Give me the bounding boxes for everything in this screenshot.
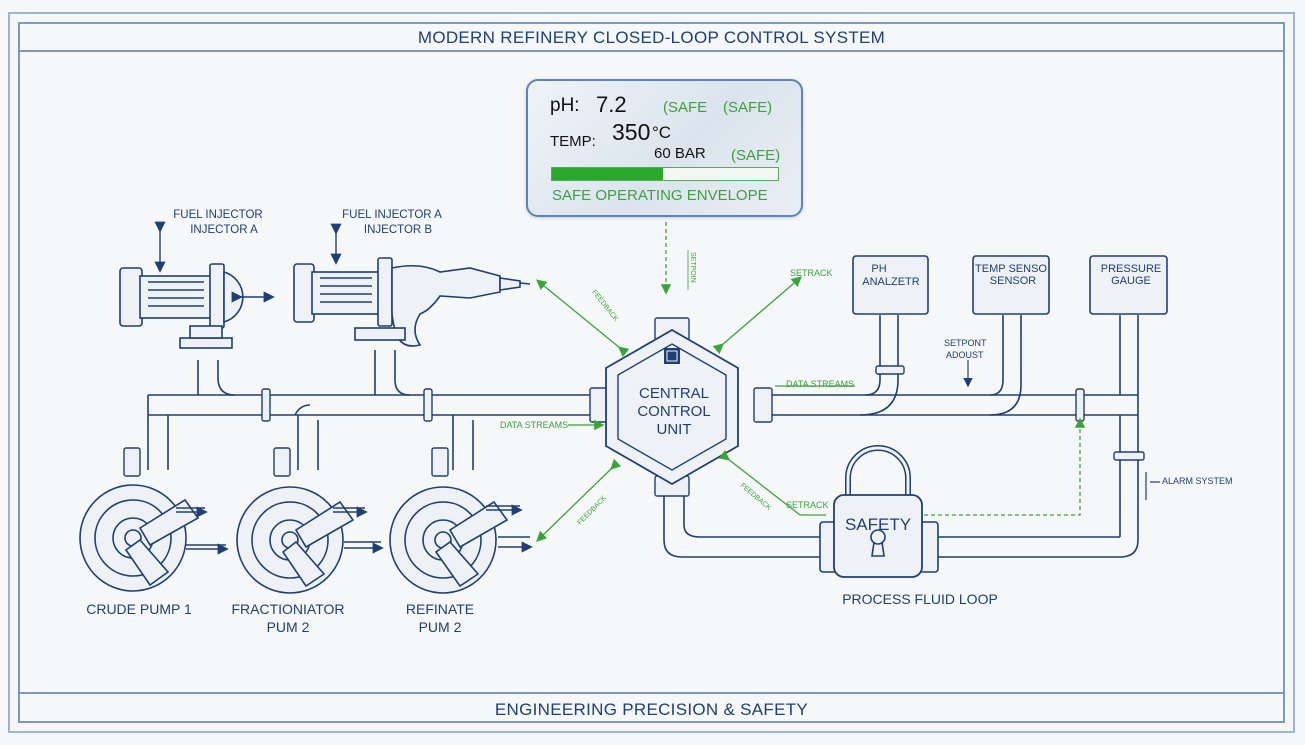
pressure-status: (SAFE)	[731, 147, 781, 164]
feedback-lr-label: FEEDBACK	[739, 482, 773, 512]
pressure-value: 60 BAR	[654, 145, 706, 162]
central-control-unit: CENTRAL CONTROL UNIT	[605, 328, 739, 486]
pipe-network	[147, 315, 1139, 558]
envelope-progress-bar	[551, 167, 779, 181]
ph-analyzer-box	[852, 255, 929, 315]
injector-a-arrows	[154, 221, 275, 303]
refinate-pump-label-1: REFINATE	[406, 601, 474, 617]
inner-frame	[18, 22, 1285, 723]
crude-pump-label: CRUDE PUMP 1	[86, 601, 192, 617]
fuel-injector-a	[119, 263, 244, 349]
outer-frame	[8, 12, 1295, 733]
status-panel: pH: 7.2 (SAFE (SAFE) TEMP: 350 °C 60 BAR…	[526, 79, 803, 217]
process-fluid-loop-label: PROCESS FLUID LOOP	[842, 591, 998, 607]
pump-flow-arrows	[176, 506, 530, 549]
safety-lock: SAFETY	[819, 445, 939, 578]
feedback-ul-label: FEEDBACK	[590, 289, 619, 323]
setpoint-label-1: SETPONT	[944, 338, 987, 348]
safety-label: SAFETY	[845, 515, 911, 534]
fractionator-pump-label-1: FRACTIONIATOR	[231, 601, 344, 617]
envelope-progress-fill	[552, 168, 663, 180]
ph-status-2: (SAFE)	[723, 99, 773, 116]
sensor-boxes	[852, 255, 1168, 315]
crude-pump-1	[79, 484, 200, 592]
pressure-gauge-label-1: PRESSURE	[1101, 263, 1162, 275]
data-links	[535, 222, 1086, 542]
refinate-pump-label-2: PUM 2	[419, 619, 462, 635]
temp-value: 350	[612, 119, 651, 145]
injector-a-label-1: FUEL INJECTOR	[173, 209, 262, 221]
fuel-injector-b	[293, 257, 531, 347]
ph-analyzer-label-1: PH	[871, 263, 886, 275]
temp-sensor-box	[972, 255, 1050, 315]
alarm-system-label: ALARM SYSTEM	[1162, 476, 1233, 486]
pressure-gauge-box	[1089, 255, 1168, 315]
setpoint-label-2: ADOUST	[946, 350, 984, 360]
data-streams-right-label: DATA STREAMS	[786, 379, 854, 389]
setrack-bottom-label: SETRACK	[786, 500, 829, 510]
pressure-gauge-label-2: GAUGE	[1111, 275, 1151, 287]
ccu-label-2: CONTROL	[637, 403, 710, 420]
refinate-pump-2	[389, 486, 509, 594]
setrack-top-label: SETRACK	[790, 268, 833, 278]
temp-sensor-label-1: TEMP SENSO	[975, 263, 1047, 275]
ph-label: pH:	[550, 95, 580, 116]
vertical-setpoint-label: SETPOIN	[689, 252, 696, 283]
keyhole-icon	[870, 529, 886, 545]
ccu-label-3: UNIT	[657, 421, 692, 438]
ccu-label-1: CENTRAL	[639, 385, 709, 402]
ph-analyzer-label-2: ANALZETR	[862, 276, 920, 288]
footer-divider	[18, 692, 1285, 694]
fractionator-pump-2	[236, 486, 355, 594]
data-streams-left-label: DATA STREAMS	[500, 420, 568, 430]
injector-b-label-2: INJECTOR B	[364, 224, 432, 236]
envelope-label: SAFE OPERATING ENVELOPE	[552, 187, 768, 204]
cpu-chip-icon	[664, 348, 680, 364]
ph-value: 7.2	[596, 92, 627, 117]
temp-sensor-label-2: SENSOR	[990, 275, 1037, 287]
ph-status: (SAFE	[663, 99, 708, 116]
diagram-title: MODERN REFINERY CLOSED-LOOP CONTROL SYST…	[417, 28, 886, 47]
feedback-ll-label: FEEDBACK	[576, 495, 608, 527]
fractionator-pump-label-2: PUM 2	[267, 619, 310, 635]
temp-unit: °C	[652, 123, 672, 142]
injector-a-label-2: INJECTOR A	[190, 224, 258, 236]
setpoint-arrows	[963, 360, 1160, 500]
footer-title: ENGINEERING PRECISION & SAFETY	[494, 700, 809, 719]
temp-label: TEMP:	[550, 133, 596, 150]
injector-b-label-1: FUEL INJECTOR A	[342, 209, 442, 221]
header-divider	[18, 50, 1285, 52]
